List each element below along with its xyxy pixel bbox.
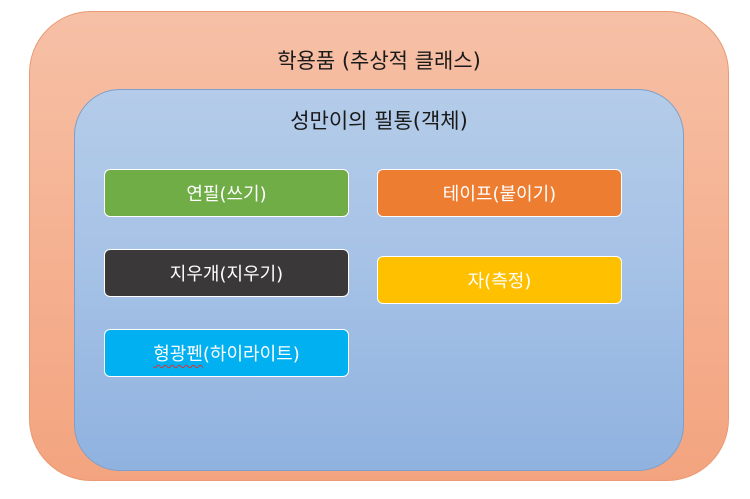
ruler-box: 자(측정) (377, 256, 622, 304)
tape-box: 테이프(붙이기) (377, 169, 622, 217)
object-title: 성만이의 필통(객체) (290, 109, 468, 133)
pencil-box: 연필(쓰기) (104, 169, 349, 217)
eraser-label: 지우개(지우기) (169, 264, 284, 285)
abstract-class-title: 학용품 (추상적 클래스) (277, 49, 481, 73)
highlighter-box: 형광펜(하이라이트) (104, 329, 349, 377)
ruler-label: 자(측정) (467, 271, 532, 292)
highlighter-purpose: (하이라이트) (202, 344, 300, 365)
highlighter-label: 형광펜(하이라이트) (153, 340, 300, 366)
pencil-label: 연필(쓰기) (186, 184, 267, 205)
eraser-box: 지우개(지우기) (104, 249, 349, 297)
highlighter-word: 형광펜 (153, 344, 203, 365)
tape-label: 테이프(붙이기) (442, 184, 557, 205)
